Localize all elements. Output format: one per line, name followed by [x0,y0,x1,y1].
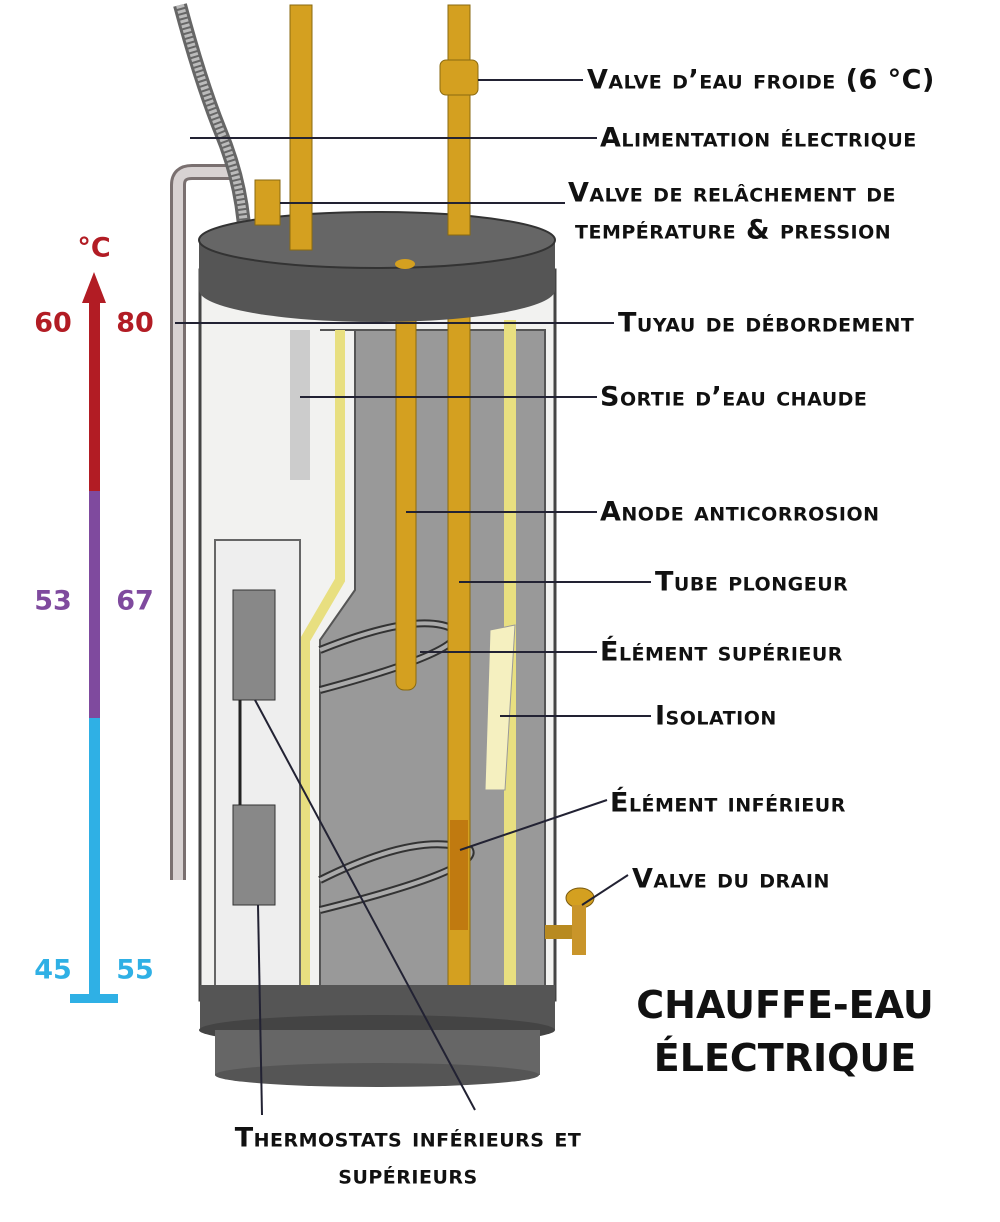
temperature-scale [70,272,118,1003]
scale-bottom-left: 45 [34,954,72,986]
diagram-title-line-1: CHAUFFE-EAU [636,983,934,1027]
label-lower-element: Élément inférieur [610,787,846,819]
label-power: Alimentation électrique [600,122,917,154]
diagram-title-line-2: ÉLECTRIQUE [653,1036,917,1080]
scale-top-right: 80 [116,307,154,339]
label-insulation: Isolation [655,700,777,732]
label-relief-valve-1: Valve de relâchement de [568,177,896,209]
label-overflow: Tuyau de débordement [618,307,915,339]
label-anode: Anode anticorrosion [600,496,880,528]
leader-lines [175,79,651,1116]
scale-middle-left: 53 [34,585,72,617]
scale-middle-right: 67 [116,585,154,617]
scale-bottom-right: 55 [116,954,154,986]
label-drain-valve: Valve du drain [632,863,830,895]
label-thermostats-2: supérieurs [338,1159,478,1191]
label-upper-element: Élément supérieur [600,636,843,668]
label-hot-outlet: Sortie d’eau chaude [600,381,868,413]
label-relief-valve-2: température & pression [575,214,892,246]
scale-unit: °C [77,232,111,264]
scale-top-left: 60 [34,307,72,339]
label-thermostats-1: Thermostats inférieurs et [234,1122,582,1154]
label-dip-tube: Tube plongeur [655,566,849,598]
label-cold-valve: Valve d’eau froide (6 °C) [587,64,935,96]
arrow-up-icon [82,272,106,303]
